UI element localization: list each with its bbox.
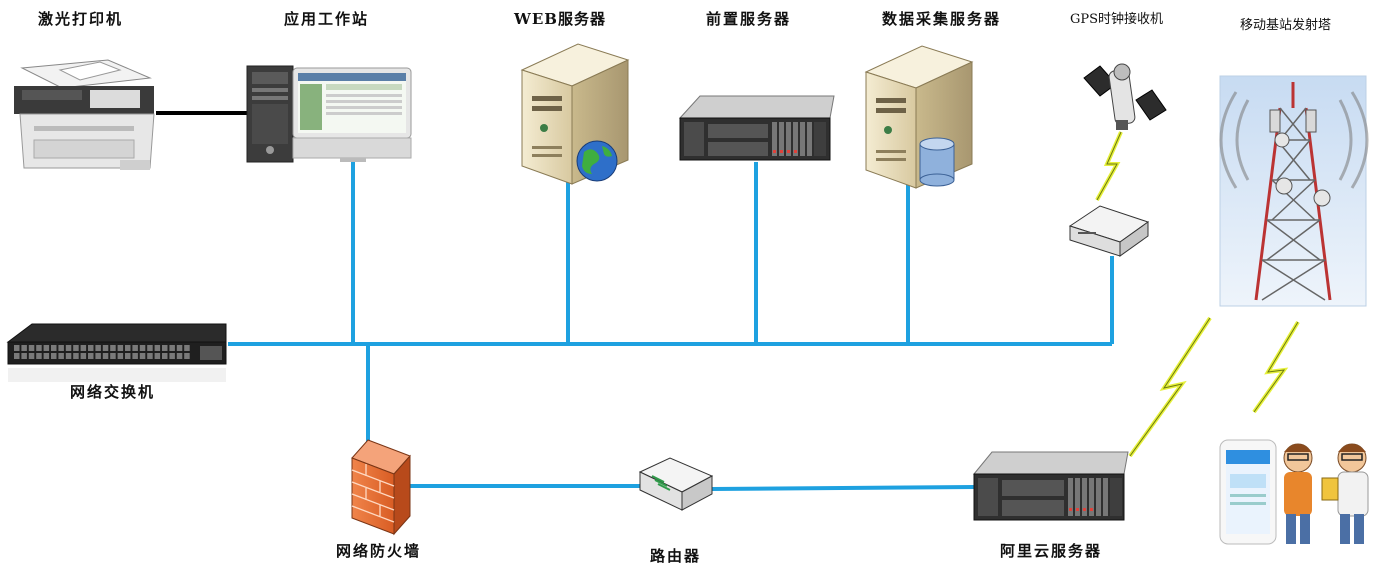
switch-port [117,345,124,351]
printer-icon [14,59,155,170]
switch-port [65,353,72,359]
switch-port [88,345,94,351]
rack-server-icon [678,95,835,161]
switch-port [176,345,183,351]
switch-port [51,345,57,351]
switch-port [58,345,64,351]
network-links [228,158,1114,491]
gps-receiver-label: GPS时钟接收机 [1070,12,1164,27]
switch-port [162,345,168,351]
database-server-icon [864,45,974,189]
switch-port [125,353,131,359]
switch-port [154,345,161,351]
switch-port [65,345,72,351]
aliyun-server-label: 阿里云服务器 [1000,542,1103,560]
cell-tower-label: 移动基站发射塔 [1240,18,1332,33]
switch-port [21,345,27,351]
web-server-icon [520,43,630,185]
switch-port [132,345,138,351]
link-router-aliyun [711,485,976,491]
cell-tower-icon [1219,75,1369,307]
switch-port [80,353,87,359]
switch-port [110,353,116,359]
gps-receiver-box-icon [1068,205,1150,257]
switch-port [80,345,87,351]
collector-server-label: 数据采集服务器 [882,10,1002,28]
switch-port [139,345,146,351]
switch-port [36,345,42,351]
switch-port [169,353,175,359]
switch-port [102,345,109,351]
wireless-bolts [1128,316,1300,458]
switch-port [117,353,124,359]
switch-port [21,353,27,359]
switch-port [154,353,161,359]
switch-port [58,353,64,359]
switch-port [28,345,35,351]
switch-port [102,353,109,359]
switch-port [14,345,20,351]
switch-label: 网络交换机 [70,383,156,401]
switch-port [184,353,190,359]
network-switch-icon [6,323,227,382]
switch-port [147,353,153,359]
gps-wireless-bolt [1095,131,1123,201]
switch-port [169,345,175,351]
router-label: 路由器 [650,547,702,565]
switch-port [132,353,138,359]
switch-port [28,353,35,359]
front-server-label: 前置服务器 [706,10,792,28]
router-icon [638,457,714,511]
switch-port [36,353,42,359]
firewall-label: 网络防火墙 [336,542,422,560]
switch-port [95,353,101,359]
switch-port [73,345,79,351]
printer-label: 激光打印机 [38,10,124,28]
switch-port [43,345,50,351]
web-server-label: WEB服务器 [514,10,606,28]
cloud-rack-server-icon [972,451,1129,521]
switch-port [51,353,57,359]
switch-port [184,345,190,351]
mobile-users-icon [1218,436,1376,548]
switch-port [88,353,94,359]
firewall-icon [351,439,411,536]
switch-port [125,345,131,351]
satellite-icon [1083,63,1167,130]
workstation-label: 应用工作站 [284,10,370,28]
switch-port [162,353,168,359]
switch-port [95,345,101,351]
switch-port [176,353,183,359]
switch-port [43,353,50,359]
switch-port [139,353,146,359]
switch-port [147,345,153,351]
desktop-computer-icon [246,65,412,163]
switch-port [14,353,20,359]
switch-port [110,345,116,351]
switch-port [73,353,79,359]
